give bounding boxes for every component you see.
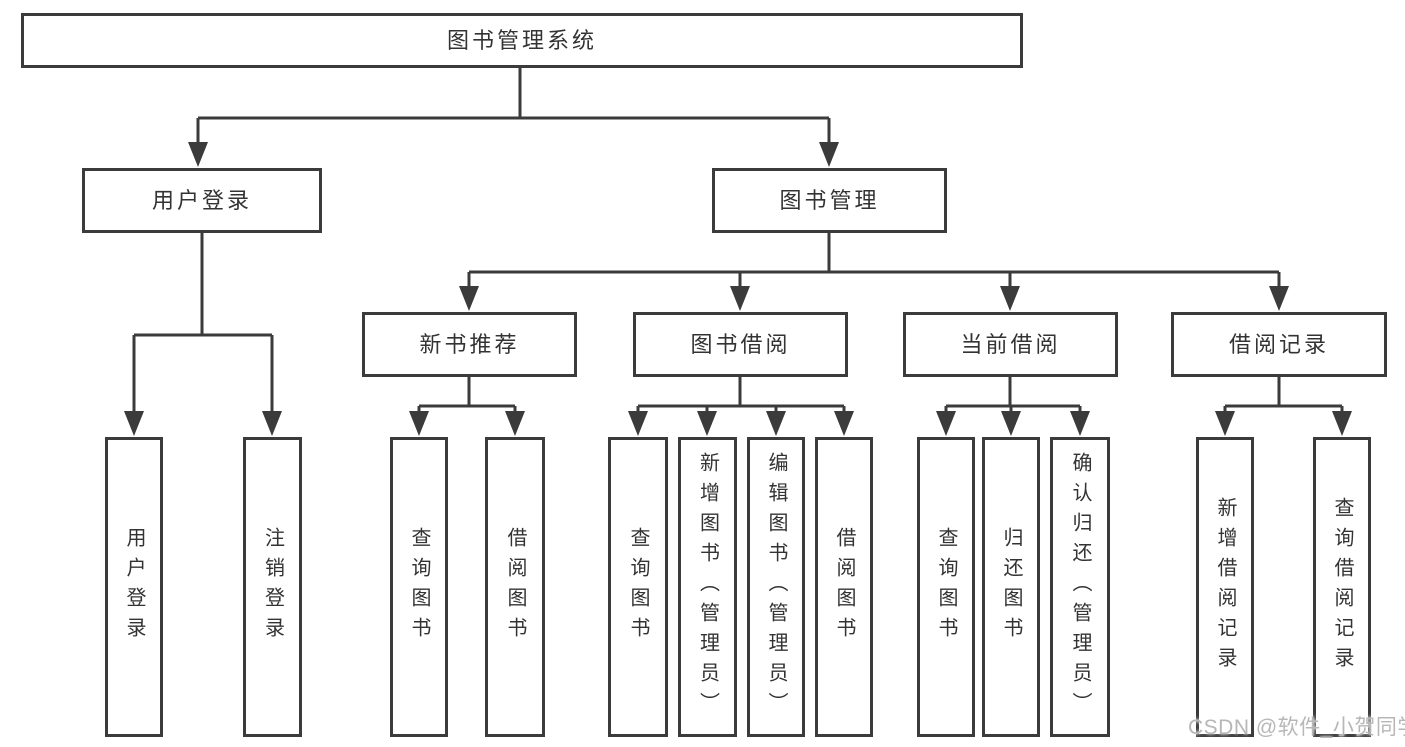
node-new-book-recommend-label: 新书推荐 [419,331,520,357]
leaf-query-borrow-record: 查询借阅记录 [1313,437,1371,737]
node-borrow-records-label: 借阅记录 [1228,331,1329,357]
leaf-user-login: 用户登录 [105,437,163,737]
leaf-confirm-return-admin: 确认归还（管理员） [1050,437,1110,737]
node-new-book-recommend: 新书推荐 [362,312,577,377]
leaf-edit-books-admin: 编辑图书（管理员） [747,437,805,737]
arrowheads [124,142,1352,436]
leaf-add-books-admin: 新增图书（管理员） [678,437,737,737]
node-book-management-label: 图书管理 [779,187,880,213]
leaf-borrow-query-books: 查询图书 [608,437,668,737]
leaf-confirm-return-admin-label: 确认归还（管理员） [1069,452,1091,722]
leaf-newbooks-borrow-books: 借阅图书 [485,437,545,737]
node-book-borrow: 图书借阅 [633,312,848,377]
node-current-borrow-label: 当前借阅 [960,331,1061,357]
node-root-label: 图书管理系统 [446,27,597,53]
leaf-add-books-admin-label: 新增图书（管理员） [696,452,719,722]
leaf-newbooks-query-books-label: 查询图书 [408,527,430,647]
leaf-edit-books-admin-label: 编辑图书（管理员） [765,452,787,722]
node-root: 图书管理系统 [21,13,1023,68]
leaf-borrow-query-books-label: 查询图书 [627,527,649,647]
leaf-borrow-books: 借阅图书 [815,437,873,737]
leaf-return-books: 归还图书 [982,437,1040,737]
node-current-borrow: 当前借阅 [903,312,1118,377]
csdn-watermark: CSDN @软件_小贺同学 [1188,716,1405,739]
leaf-user-login-label: 用户登录 [123,527,145,647]
leaf-current-query-books: 查询图书 [917,437,975,737]
leaf-add-borrow-record-label: 新增借阅记录 [1214,497,1236,677]
leaf-current-query-books-label: 查询图书 [935,527,957,647]
leaf-newbooks-query-books: 查询图书 [390,437,448,737]
node-user-login-label: 用户登录 [151,187,252,213]
node-book-management: 图书管理 [712,168,947,233]
node-user-login: 用户登录 [82,168,322,233]
leaf-logout-label: 注销登录 [261,527,284,647]
leaf-query-borrow-record-label: 查询借阅记录 [1331,497,1353,677]
leaf-return-books-label: 归还图书 [1000,527,1022,647]
leaf-newbooks-borrow-books-label: 借阅图书 [504,527,526,647]
leaf-logout: 注销登录 [243,437,302,737]
node-borrow-records: 借阅记录 [1171,312,1387,377]
node-book-borrow-label: 图书借阅 [690,331,791,357]
leaf-add-borrow-record: 新增借阅记录 [1196,437,1254,737]
leaf-borrow-books-label: 借阅图书 [833,527,855,647]
